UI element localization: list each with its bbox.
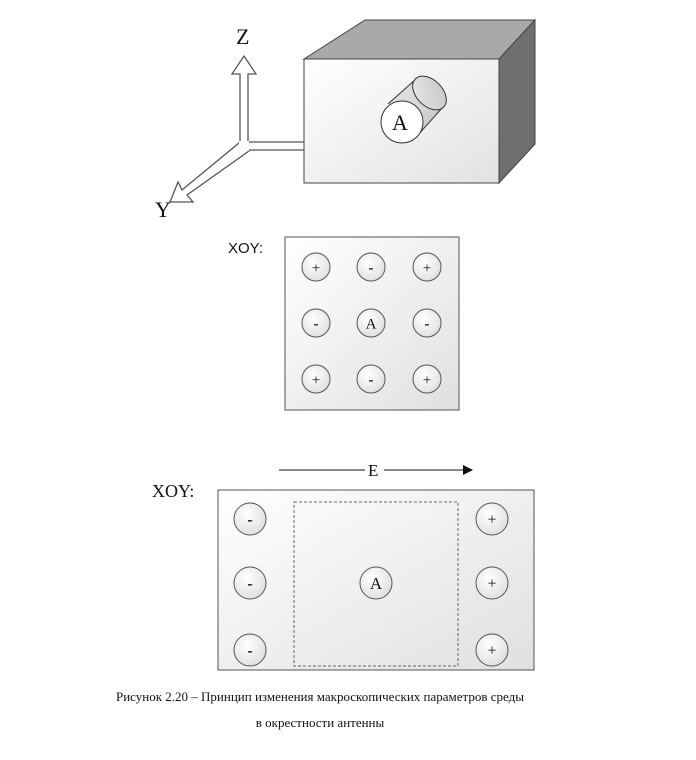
antenna-marker-circle: A [359,566,393,600]
z-axis-label: Z [236,24,249,49]
minus-charge-circle: - [233,566,267,600]
caption-line-1: Рисунок 2.20 – Принцип изменения макроск… [115,689,524,704]
medium-box [302,18,537,185]
plus-charge-symbol: + [423,260,431,276]
panel2-charges: - - - + + + A [233,502,509,667]
plus-charge-circle: + [475,566,509,600]
minus-charge-symbol: - [314,316,319,332]
minus-charge-symbol: - [369,260,374,276]
plus-charge-symbol: + [423,372,431,388]
coordinate-axes: Z X Y [155,24,363,222]
panel1-plane-label: XOY: [228,240,263,257]
antenna-marker-symbol: A [370,574,383,593]
field-label: E [368,461,378,480]
minus-charge-circle: - [233,633,267,667]
minus-charge-symbol: - [247,643,252,660]
minus-charge-circle: - [412,308,442,338]
minus-charge-circle: - [356,252,386,282]
plus-charge-circle: + [475,633,509,667]
plus-charge-circle: + [301,364,331,394]
plus-charge-symbol: + [487,576,496,593]
plus-charge-circle: + [301,252,331,282]
plus-charge-circle: + [475,502,509,536]
minus-charge-symbol: - [247,512,252,529]
figure-caption: Рисунок 2.20 – Принцип изменения макроск… [0,684,640,736]
field-arrow: E [279,461,473,480]
plus-charge-symbol: + [487,643,496,660]
panel2-plane-label: XOY: [152,481,194,501]
z-axis-arrow [230,54,258,148]
cylinder-label: A [392,110,408,135]
y-axis-arrow [169,142,251,203]
caption-line-2: в окрестности антенны [255,715,385,730]
minus-charge-circle: - [356,364,386,394]
antenna-zone [293,501,459,667]
box-top-face [302,19,537,60]
y-axis-label: Y [155,197,171,222]
antenna-marker-circle: A [356,308,386,338]
plus-charge-circle: + [412,364,442,394]
plus-charge-symbol: + [312,260,320,276]
minus-charge-symbol: - [369,372,374,388]
plus-charge-symbol: + [312,372,320,388]
antenna-cylinder: A [380,75,447,144]
plus-charge-symbol: + [487,512,496,529]
minus-charge-circle: - [301,308,331,338]
minus-charge-symbol: - [425,316,430,332]
plus-charge-circle: + [412,252,442,282]
minus-charge-circle: - [233,502,267,536]
panel1-charge-grid: + - + - A - + - + [301,252,442,394]
antenna-marker-symbol: A [366,316,377,332]
minus-charge-symbol: - [247,576,252,593]
